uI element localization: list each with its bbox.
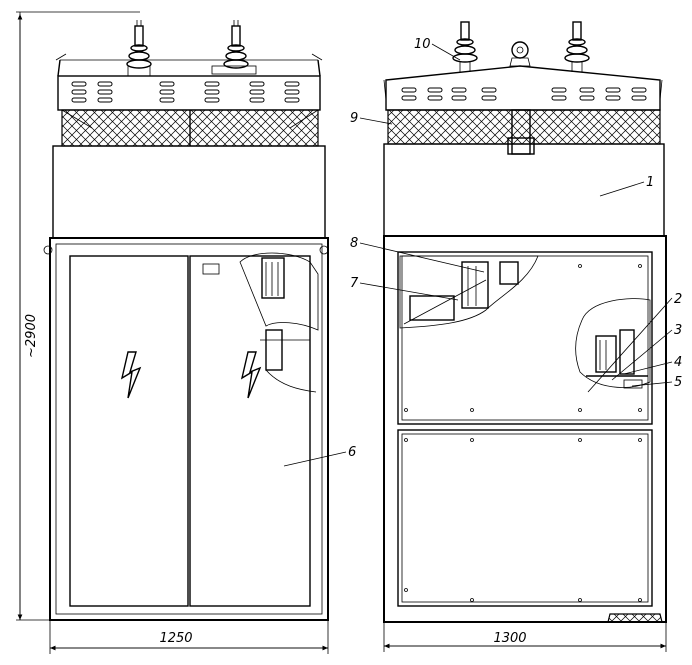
front-cabinet [49,237,329,621]
lightning-icon [240,351,262,399]
side-cabinet [383,235,667,623]
front-louvres [71,81,300,103]
callout-5: 5 [674,375,682,390]
rivets [404,264,642,602]
side-lower-panel [397,429,653,607]
side-view [383,21,667,652]
front-cutaway [239,252,319,331]
callout-10: 10 [414,37,431,52]
side-louvres [401,87,647,101]
lightning-icon [120,351,142,399]
side-insulators [452,21,590,72]
dimension-width-front: 1250 [159,631,192,646]
callout-4: 4 [674,355,682,370]
callout-7: 7 [350,276,359,291]
callout-6: 6 [348,445,356,460]
callout-3: 3 [674,323,682,338]
dimension-height: ~2900 [24,314,39,358]
side-upper-box [383,143,665,237]
front-insulators [126,20,257,76]
side-cutaway-right [575,298,651,388]
callout-1: 1 [646,175,654,190]
front-upper-box [52,145,326,239]
front-view [16,11,329,654]
dimension-width-side: 1300 [493,631,526,646]
callout-8: 8 [350,236,358,251]
side-base [607,613,663,623]
leader-lines [283,43,673,467]
callout-9: 9 [350,111,358,126]
side-cutaway-top [399,255,539,329]
callout-2: 2 [674,292,682,307]
front-left-door [69,255,189,607]
side-roof [385,65,661,111]
side-upper-panel [397,251,653,425]
side-mesh [387,109,661,145]
lifting-eye-icon [511,41,529,59]
front-roof [57,75,321,111]
front-right-door [189,255,311,607]
